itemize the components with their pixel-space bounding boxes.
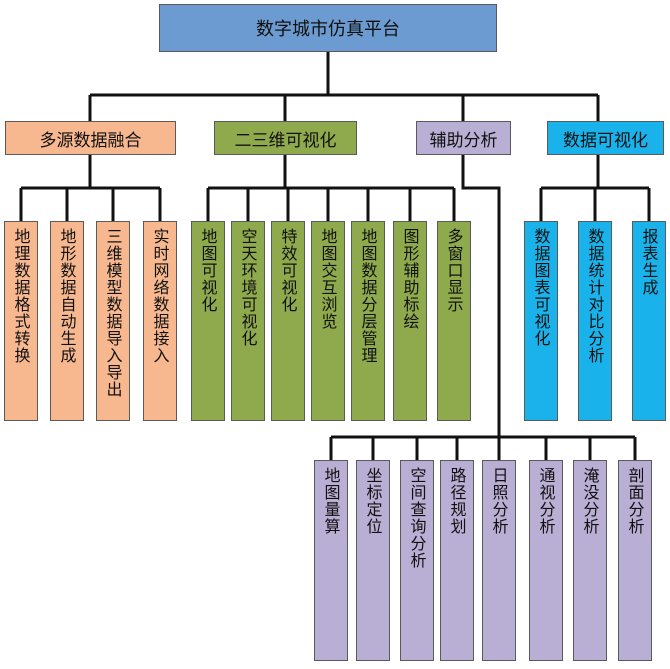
leaf-node: 数据图表可视化 [524, 221, 558, 421]
category-data-fusion: 多源数据融合 [5, 121, 176, 155]
leaf-label: 通视分析 [536, 467, 556, 535]
root-label: 数字城市仿真平台 [256, 19, 400, 40]
category-2d3d-visualization: 二三维可视化 [214, 121, 357, 155]
leaf-node: 报表生成 [632, 221, 666, 421]
leaf-node: 特效可视化 [271, 221, 305, 421]
leaf-node: 通视分析 [529, 460, 563, 661]
category-label: 辅助分析 [429, 130, 498, 151]
leaf-label: 坐标定位 [363, 467, 383, 535]
leaf-label: 地图量算 [321, 467, 341, 535]
category-label: 二三维可视化 [234, 130, 337, 151]
leaf-node: 空间查询分析 [400, 460, 434, 661]
category-label: 多源数据融合 [39, 130, 142, 151]
root-node: 数字城市仿真平台 [159, 4, 497, 52]
leaf-node: 地理数据格式转换 [4, 221, 38, 421]
leaf-node: 剖面分析 [618, 460, 652, 661]
leaf-label: 报表生成 [639, 228, 659, 296]
leaf-node: 淹没分析 [573, 460, 607, 661]
leaf-label: 空天环境可视化 [238, 228, 258, 347]
leaf-node: 地图量算 [314, 460, 348, 661]
leaf-node: 路径规划 [440, 460, 474, 661]
leaf-node: 空天环境可视化 [231, 221, 265, 421]
leaf-label: 剖面分析 [625, 467, 645, 535]
leaf-node: 日照分析 [482, 460, 516, 661]
category-data-visualization: 数据可视化 [547, 121, 664, 155]
category-auxiliary-analysis: 辅助分析 [416, 121, 511, 155]
leaf-label: 淹没分析 [580, 467, 600, 535]
leaf-node: 地图数据分层管理 [351, 221, 385, 421]
leaf-label: 实时网络数据接入 [150, 228, 170, 364]
leaf-label: 特效可视化 [278, 228, 298, 313]
leaf-label: 日照分析 [489, 467, 509, 535]
leaf-label: 地图交互浏览 [318, 228, 338, 330]
leaf-label: 数据统计对比分析 [585, 228, 605, 364]
leaf-label: 路径规划 [447, 467, 467, 535]
leaf-node: 三维模型数据导入导出 [96, 221, 130, 421]
leaf-label: 地形数据自动生成 [57, 228, 77, 364]
leaf-label: 地理数据格式转换 [11, 228, 31, 364]
leaf-label: 数据图表可视化 [531, 228, 551, 347]
leaf-label: 空间查询分析 [407, 467, 427, 569]
leaf-node: 图形辅助标绘 [393, 221, 427, 421]
leaf-label: 图形辅助标绘 [400, 228, 420, 330]
category-label: 数据可视化 [563, 130, 648, 151]
leaf-node: 地图交互浏览 [311, 221, 345, 421]
leaf-label: 地图可视化 [198, 228, 218, 313]
leaf-node: 地图可视化 [191, 221, 225, 421]
leaf-node: 数据统计对比分析 [578, 221, 612, 421]
leaf-label: 地图数据分层管理 [358, 228, 378, 364]
leaf-label: 三维模型数据导入导出 [103, 228, 123, 398]
leaf-label: 多窗口显示 [444, 228, 464, 313]
leaf-node: 坐标定位 [356, 460, 390, 661]
leaf-node: 地形数据自动生成 [50, 221, 84, 421]
leaf-node: 多窗口显示 [437, 221, 471, 421]
leaf-node: 实时网络数据接入 [143, 221, 177, 421]
